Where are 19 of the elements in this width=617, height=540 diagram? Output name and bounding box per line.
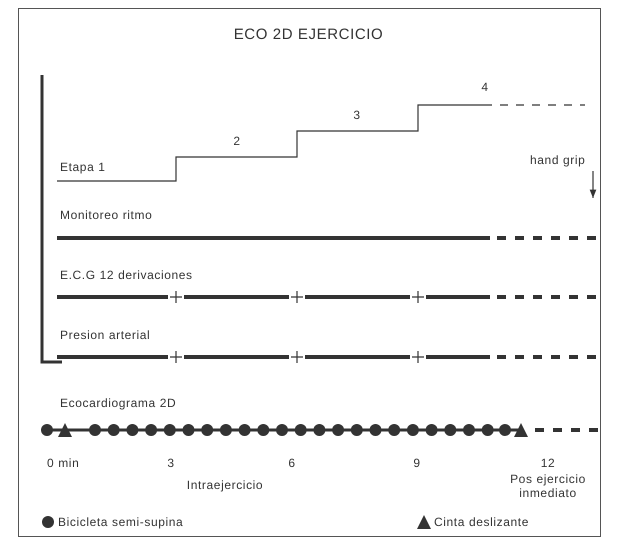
row-label: Presion arterial <box>60 328 150 342</box>
diagram-title: ECO 2D EJERCICIO <box>232 28 384 42</box>
time-tick-label: 12 <box>540 456 556 470</box>
stage-label: Etapa 1 <box>60 160 106 174</box>
time-tick-label: 3 <box>166 456 176 470</box>
row-label: Ecocardiograma 2D <box>60 396 176 410</box>
legend-label: Cinta deslizante <box>434 515 529 529</box>
row-label: Monitoreo ritmo <box>60 208 152 222</box>
time-tick-label: 6 <box>287 456 297 470</box>
row-label: E.C.G 12 derivaciones <box>60 268 193 282</box>
stage-number: 3 <box>352 108 362 122</box>
time-tick-label: 0 min <box>47 456 80 470</box>
phase-label: Intraejercicio <box>186 478 264 492</box>
stage-number: 2 <box>232 134 242 148</box>
time-tick-label: 9 <box>412 456 422 470</box>
phase-label: Pos ejercicio inmediato <box>509 472 587 500</box>
legend-label: Bicicleta semi-supina <box>58 515 184 529</box>
annotation-text: hand grip <box>530 153 586 167</box>
stage-number: 4 <box>480 80 490 94</box>
